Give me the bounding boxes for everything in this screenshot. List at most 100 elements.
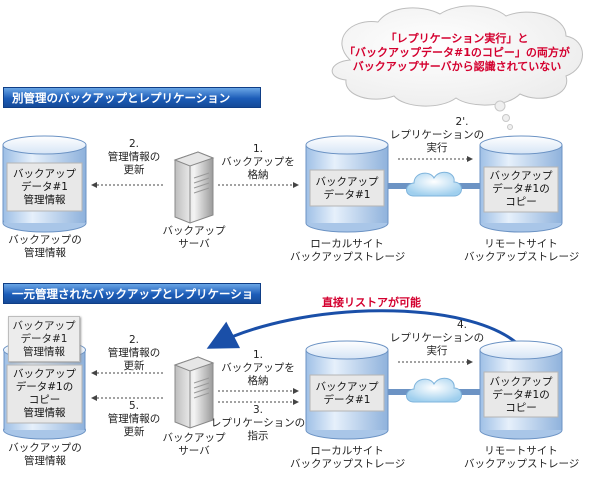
remote-caption-1: リモートサイト バックアップストレージ <box>464 238 580 264</box>
text-line: 2. <box>128 138 140 150</box>
left-storage-label-1: バックアップ データ#1 管理情報 <box>7 168 82 207</box>
text-line: バックアップ <box>13 168 76 180</box>
text-line: 管理情報の <box>107 347 161 359</box>
text-line: 管理情報 <box>24 247 66 259</box>
server-caption-2: バックアップ サーバ <box>156 432 232 458</box>
server-caption-1: バックアップ サーバ <box>156 225 232 251</box>
text-line: 指示 <box>247 430 269 442</box>
remote-caption-2: リモートサイト バックアップストレージ <box>464 445 580 471</box>
text-line: データ#1 <box>323 189 371 201</box>
left-storage-label-2: バックアップ データ#1の コピー 管理情報 <box>7 368 82 420</box>
text-line: バックアップ <box>315 381 379 393</box>
callout-line-3: バックアップサーバから認識されていない <box>352 60 562 73</box>
text-line: 格納 <box>247 375 269 387</box>
text-line: バックアップ <box>162 225 226 237</box>
callout-text: 「レプリケーション実行」と 「バックアップデータ#1のコピー」の両方が バックア… <box>332 32 582 74</box>
text-line: バックアップストレージ <box>290 458 406 470</box>
text-line: データ#1の <box>492 183 550 195</box>
left-storage-caption-1: バックアップの 管理情報 <box>2 234 88 260</box>
step2-label-s1: 2. 管理情報の 更新 <box>98 138 170 177</box>
remote-storage-label-2: バックアップ データ#1の コピー <box>484 376 558 415</box>
text-line: 2. <box>128 334 140 346</box>
text-line: 5. <box>128 400 140 412</box>
backup-server-1 <box>173 151 215 224</box>
step2-label-s2: 2. 管理情報の 更新 <box>98 334 170 373</box>
text-line: バックアップ <box>489 170 553 182</box>
text-line: バックアップ <box>315 176 379 188</box>
text-line: サーバ <box>178 238 210 250</box>
step3-label-s2: 3. レプリケーションの 指示 <box>206 404 310 443</box>
network-cloud-icon <box>388 377 480 403</box>
text-line: バックアップ <box>12 320 76 332</box>
text-line: バックアップストレージ <box>464 251 580 263</box>
text-line: データ#1 <box>323 394 371 406</box>
local-caption-2: ローカルサイト バックアップストレージ <box>290 445 406 471</box>
network-cloud-icon <box>388 171 480 197</box>
text-line: 3. <box>252 404 264 416</box>
step1-label-s2: 1. バックアップを 格納 <box>215 349 301 388</box>
text-line: 4. <box>456 319 468 331</box>
text-line: リモートサイト <box>484 445 558 457</box>
text-line: 実行 <box>426 345 448 357</box>
section1-title: 別管理のバックアップとレプリケーション <box>3 87 261 108</box>
text-line: 1. <box>252 349 264 361</box>
callout-cloud <box>331 5 583 130</box>
left-storage-cylinder-1 <box>2 135 87 233</box>
text-line: バックアップを <box>221 362 295 374</box>
text-line: 更新 <box>123 360 145 372</box>
text-line: コピー <box>28 394 61 406</box>
text-line: バックアップストレージ <box>464 458 580 470</box>
callout-line-2: 「バックアップデータ#1のコピー」の両方が <box>344 46 570 59</box>
text-line: 管理情報 <box>23 407 66 419</box>
text-line: バックアップ <box>13 368 76 380</box>
step2prime-label: 2'. レプリケーションの 実行 <box>382 116 492 155</box>
step5-label-s2: 5. 管理情報の 更新 <box>98 400 170 439</box>
left-storage-cylinder-2 <box>3 340 86 440</box>
text-line: サーバ <box>178 445 210 457</box>
text-line: バックアップ <box>162 432 226 444</box>
text-line: 1. <box>252 143 264 155</box>
text-line: 管理情報 <box>23 194 66 206</box>
remote-storage-label-1: バックアップ データ#1の コピー <box>484 170 558 209</box>
section2-title: 一元管理されたバックアップとレプリケーション <box>3 283 261 322</box>
text-line: 更新 <box>123 426 145 438</box>
text-line: 2'. <box>455 116 469 128</box>
text-line: コピー <box>505 196 537 208</box>
text-line: ローカルサイト <box>310 238 384 250</box>
text-line: 管理情報 <box>24 455 66 467</box>
text-line: バックアップの <box>8 442 82 454</box>
step1-label-s1: 1. バックアップを 格納 <box>215 143 301 182</box>
restore-label: 直接リストアが可能 <box>322 296 421 309</box>
text-line: バックアップの <box>8 234 82 246</box>
text-line: レプリケーションの <box>389 129 485 141</box>
local-storage-label-2: バックアップ データ#1 <box>310 381 384 407</box>
text-line: バックアップを <box>221 156 295 168</box>
text-line: レプリケーションの <box>210 417 306 429</box>
text-line: 格納 <box>247 169 269 181</box>
left-storage-caption-2: バックアップの 管理情報 <box>2 442 88 468</box>
local-storage-cylinder-2 <box>305 340 389 440</box>
remote-storage-cylinder-1 <box>479 135 563 233</box>
text-line: バックアップ <box>489 376 553 388</box>
text-line: コピー <box>505 402 537 414</box>
local-storage-cylinder-1 <box>305 135 389 233</box>
text-line: 更新 <box>123 164 145 176</box>
text-line: 管理情報の <box>107 151 161 163</box>
direct-restore-arrow <box>206 309 522 349</box>
text-line: 管理情報 <box>23 346 65 358</box>
text-line: データ#1 <box>21 181 68 193</box>
text-line: 実行 <box>426 142 448 154</box>
management-info-card: バックアップ データ#1 管理情報 <box>8 316 80 362</box>
backup-server-2 <box>173 356 215 429</box>
text-line: リモートサイト <box>484 238 558 250</box>
text-line: ローカルサイト <box>310 445 384 457</box>
text-line: レプリケーションの <box>389 332 485 344</box>
text-line: データ#1 <box>20 333 68 345</box>
callout-line-1: 「レプリケーション実行」と <box>385 32 529 45</box>
local-caption-1: ローカルサイト バックアップストレージ <box>290 238 406 264</box>
text-line: バックアップストレージ <box>290 251 406 263</box>
text-line: データ#1の <box>492 389 550 401</box>
text-line: 管理情報の <box>107 413 161 425</box>
text-line: データ#1の <box>15 381 74 393</box>
